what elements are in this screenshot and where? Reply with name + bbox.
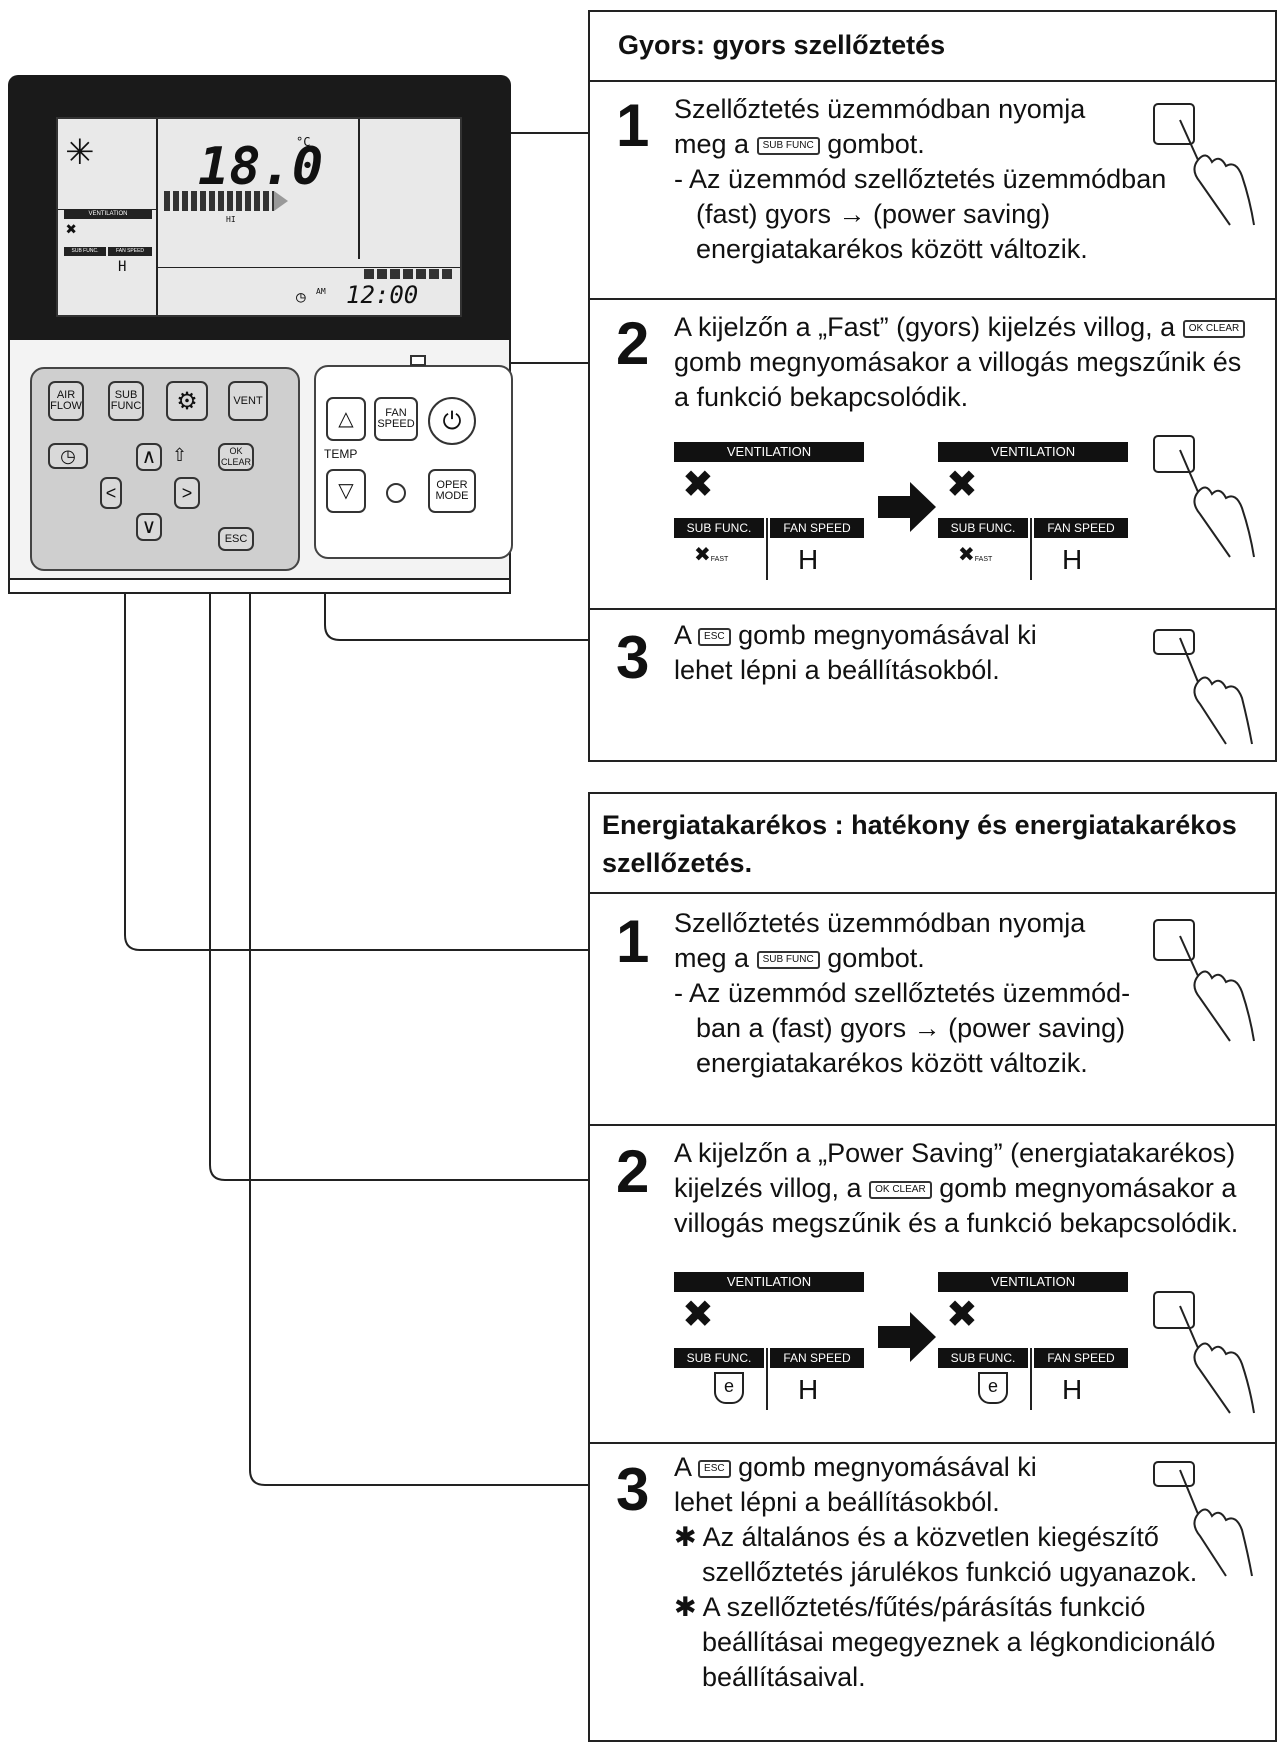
display-after: VENTILATION ✖ SUB FUNC. FAN SPEED e H: [938, 1272, 1128, 1422]
vent-icon: ✖: [946, 464, 978, 506]
nav-right-button[interactable]: >: [174, 477, 200, 509]
step-number: 3: [616, 624, 650, 691]
hand-press-icon: [1153, 1461, 1253, 1577]
lcd-am: AM: [316, 287, 326, 296]
remote-foot: [8, 580, 511, 594]
lcd-temp-unit: °C: [296, 135, 311, 149]
ok-clear-key-icon: OK CLEAR: [869, 1180, 932, 1199]
lcd-temperature: 18.0: [198, 137, 324, 197]
fan-value: H: [798, 544, 819, 575]
step-text: A kijelzőn a „Power Saving” (energiataka…: [674, 1138, 1239, 1238]
lcd-fan-speed-label: FAN SPEED: [108, 247, 152, 256]
air-flow-button[interactable]: AIR FLOW: [48, 381, 84, 421]
fan-speed-bars: [164, 191, 274, 211]
esc-key-icon: ESC: [698, 627, 731, 646]
step-text: A kijelzőn a „Fast” (gyors) kijelzés vil…: [674, 310, 1274, 415]
sub-func-key-icon: SUB FUNC: [756, 950, 820, 969]
vent-icon: ✖: [66, 219, 77, 240]
fan-speed-button[interactable]: FAN SPEED: [374, 397, 418, 441]
sub-func-key-icon: SUB FUNC: [756, 136, 820, 155]
blink-power-saving-icon: e: [714, 1372, 744, 1404]
hand-press-icon: [1153, 629, 1253, 745]
ok-clear-key-icon: OK CLEAR: [1182, 319, 1246, 338]
esc-button[interactable]: ESC: [218, 527, 254, 551]
lock-icon: ⇧: [172, 445, 188, 465]
fast-icon: ✖FAST: [958, 544, 993, 566]
display-before: VENTILATION ✖ SUB FUNC. FAN SPEED ✖FAST …: [674, 442, 864, 592]
left-button-pad: AIR FLOW SUB FUNC ⚙ VENT ◷ ∧ ⇧ OK CLEAR …: [30, 367, 300, 571]
fan-value: H: [1062, 1374, 1083, 1405]
nav-down-button[interactable]: ∨: [136, 513, 162, 541]
hand-press-icon: [1153, 1291, 1255, 1414]
right-button-pad: △ TEMP ▽ FAN SPEED ⏻ OPER MODE: [314, 355, 513, 559]
ok-clear-button[interactable]: OK CLEAR: [218, 443, 254, 471]
step-number: 3: [616, 1456, 650, 1523]
section-title: Energiatakarékos : hatékony és energiata…: [602, 810, 1237, 878]
arrow-right-icon: [878, 496, 912, 518]
oper-mode-button[interactable]: OPER MODE: [428, 469, 476, 513]
blink-fast-icon: ✖FAST: [694, 544, 729, 566]
esc-key-icon: ESC: [698, 1459, 731, 1478]
lcd-hi: HI: [226, 215, 236, 224]
lcd-day-row: [364, 269, 454, 279]
temp-up-button[interactable]: △: [326, 397, 366, 441]
step-number: 1: [616, 92, 650, 159]
power-saving-icon: e: [978, 1372, 1008, 1404]
fan-value: H: [798, 1374, 819, 1405]
step-text: A ESC gomb megnyomásával ki lehet lépni …: [674, 1452, 1216, 1692]
lcd-sub-func-label: SUB FUNC.: [64, 247, 106, 256]
hand-press-icon: [1153, 103, 1255, 226]
section-fast-ventilation: Gyors: gyors szellőztetés 1 Szellőztetés…: [588, 10, 1277, 762]
display-before: VENTILATION ✖ SUB FUNC. FAN SPEED e H: [674, 1272, 864, 1422]
vent-icon: ✖: [682, 1294, 714, 1336]
temp-label: TEMP: [324, 447, 358, 461]
display-after: VENTILATION ✖ SUB FUNC. FAN SPEED ✖FAST …: [938, 442, 1128, 592]
nav-left-button[interactable]: <: [100, 477, 122, 509]
step-text: Szellőztetés üzemmódban nyomja meg a SUB…: [674, 94, 1167, 264]
lcd-fan-value: H: [118, 259, 127, 275]
power-button[interactable]: ⏻: [428, 397, 476, 445]
vent-icon: ✖: [682, 464, 714, 506]
remote-controller: ✳ 18.0 °C HI VENTILATION ✖ SUB FUNC. FAN…: [8, 75, 513, 594]
step-text: A ESC gomb megnyomásával ki lehet lépni …: [674, 620, 1037, 685]
lcd-time: 12:00: [346, 281, 419, 309]
indicator-led: [386, 483, 406, 503]
arrow-right-icon: [878, 1326, 912, 1348]
timer-button[interactable]: ◷: [48, 443, 88, 469]
vent-button[interactable]: VENT: [228, 381, 268, 421]
nav-up-button[interactable]: ∧: [136, 443, 162, 471]
clock-icon: ◷: [296, 287, 306, 306]
snowflake-icon: ✳: [66, 121, 94, 175]
lcd-ventilation-label: VENTILATION: [64, 209, 152, 219]
step-number: 1: [616, 908, 650, 975]
section-title: Gyors: gyors szellőztetés: [618, 30, 946, 60]
section-power-saving-ventilation: Energiatakarékos : hatékony és energiata…: [588, 792, 1277, 1742]
temp-down-button[interactable]: ▽: [326, 469, 366, 513]
step-number: 2: [616, 1138, 650, 1205]
sub-func-button[interactable]: SUB FUNC: [108, 381, 144, 421]
hand-press-icon: [1153, 435, 1255, 558]
step-text: Szellőztetés üzemmódban nyomja meg a SUB…: [674, 908, 1131, 1078]
hand-press-icon: [1153, 919, 1255, 1042]
step-number: 2: [616, 310, 650, 377]
settings-button[interactable]: ⚙: [166, 381, 208, 421]
vent-icon: ✖: [946, 1294, 978, 1336]
lcd-display: ✳ 18.0 °C HI VENTILATION ✖ SUB FUNC. FAN…: [56, 117, 462, 317]
fan-value: H: [1062, 544, 1083, 575]
